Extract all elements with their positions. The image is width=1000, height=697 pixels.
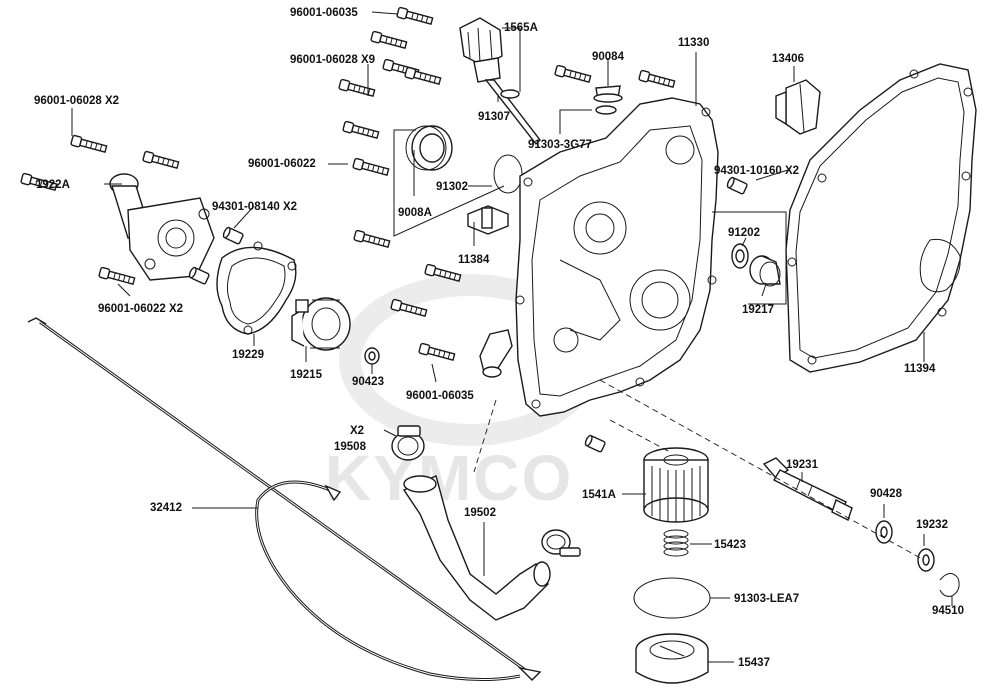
label-96001-06022: 96001-06022 <box>248 158 316 170</box>
label-11384: 11384 <box>458 254 490 266</box>
cap-15437 <box>635 633 709 684</box>
label-1541A: 1541A <box>582 489 616 501</box>
label-19215: 19215 <box>290 369 323 381</box>
assembly-axis-right <box>599 379 925 561</box>
label-91307: 91307 <box>478 111 510 123</box>
water-hose-19502 <box>402 475 551 621</box>
label-96001-06035-top: 96001-06035 <box>290 7 358 19</box>
o-ring-91302 <box>493 154 523 194</box>
o-ring-91303-LEA7 <box>633 577 711 619</box>
dowel-lower <box>583 433 607 454</box>
bolt-96001-06035-top <box>396 6 434 27</box>
label-94510: 94510 <box>932 605 964 617</box>
plug-90084 <box>593 85 623 115</box>
label-19231: 19231 <box>786 459 819 471</box>
label-90084: 90084 <box>592 51 625 63</box>
label-15423: 15423 <box>714 539 746 551</box>
label-91202: 91202 <box>728 227 760 239</box>
crankcase-cover-11330 <box>479 97 719 417</box>
gasket-11394 <box>785 63 977 373</box>
shaft-19231 <box>762 457 853 521</box>
washer-19232 <box>917 548 935 572</box>
water-outlet-1922A <box>109 173 215 281</box>
label-19229: 19229 <box>232 349 264 361</box>
label-90423: 90423 <box>352 376 384 388</box>
assembly-axis-hose <box>473 399 497 473</box>
oil-seal-9008A <box>405 125 453 171</box>
label-32412: 32412 <box>150 502 182 514</box>
label-90428: 90428 <box>870 488 903 500</box>
label-19502: 19502 <box>464 507 496 519</box>
label-91303-LEA7: 91303-LEA7 <box>734 593 799 605</box>
bolt-96001-06022 <box>352 157 390 178</box>
washer-90428 <box>875 520 893 544</box>
label-96001-06028-x9: 96001-06028 X9 <box>290 54 375 66</box>
label-x2: X2 <box>350 425 364 437</box>
gasket-19229 <box>216 241 297 335</box>
label-94301-10160-x2: 94301-10160 X2 <box>714 165 799 177</box>
label-91302: 91302 <box>436 181 468 193</box>
label-96001-06035-mid: 96001-06035 <box>406 390 474 402</box>
label-19508: 19508 <box>334 441 367 453</box>
watermark-text: KYMCO <box>325 442 573 514</box>
label-19217: 19217 <box>742 304 774 316</box>
bolt-96001-06035-mid <box>418 342 456 363</box>
washer-90423 <box>364 347 380 365</box>
bolts-96001-06022-x2 <box>98 266 136 287</box>
label-9008A: 9008A <box>398 207 432 219</box>
label-96001-06022-x2: 96001-06022 X2 <box>98 303 183 315</box>
pump-19215 <box>291 297 351 351</box>
spring-15423 <box>663 529 689 557</box>
hose-clamp-19508 <box>391 425 425 461</box>
dowel-94301-10160 <box>725 175 749 196</box>
label-19232: 19232 <box>916 519 948 531</box>
oil-filter-1541A <box>643 447 709 523</box>
label-1922A: 1922A <box>36 179 70 191</box>
wire-32412 <box>27 317 542 682</box>
cup-19217 <box>749 255 781 287</box>
clip-11384 <box>467 205 509 235</box>
seal-91202 <box>731 243 749 269</box>
label-15437: 15437 <box>738 657 770 669</box>
circlip-94510 <box>939 573 960 597</box>
label-94301-08140-x2: 94301-08140 X2 <box>212 201 297 213</box>
label-11330: 11330 <box>678 37 709 49</box>
label-96001-06028-x2: 96001-06028 X2 <box>34 95 119 107</box>
assembly-axis-filter <box>609 419 671 453</box>
part-number-labels: 96001-06035 1565A 90084 11330 13406 9600… <box>34 7 964 669</box>
label-91303-3G77: 91303-3G77 <box>528 139 592 151</box>
leader-lines <box>71 11 953 663</box>
hose-clamp-small <box>541 529 581 557</box>
label-1565A: 1565A <box>504 22 538 34</box>
bracket-13406 <box>775 79 821 135</box>
dipstick-1565A <box>459 17 541 146</box>
label-11394: 11394 <box>904 363 936 375</box>
label-13406: 13406 <box>772 53 804 65</box>
